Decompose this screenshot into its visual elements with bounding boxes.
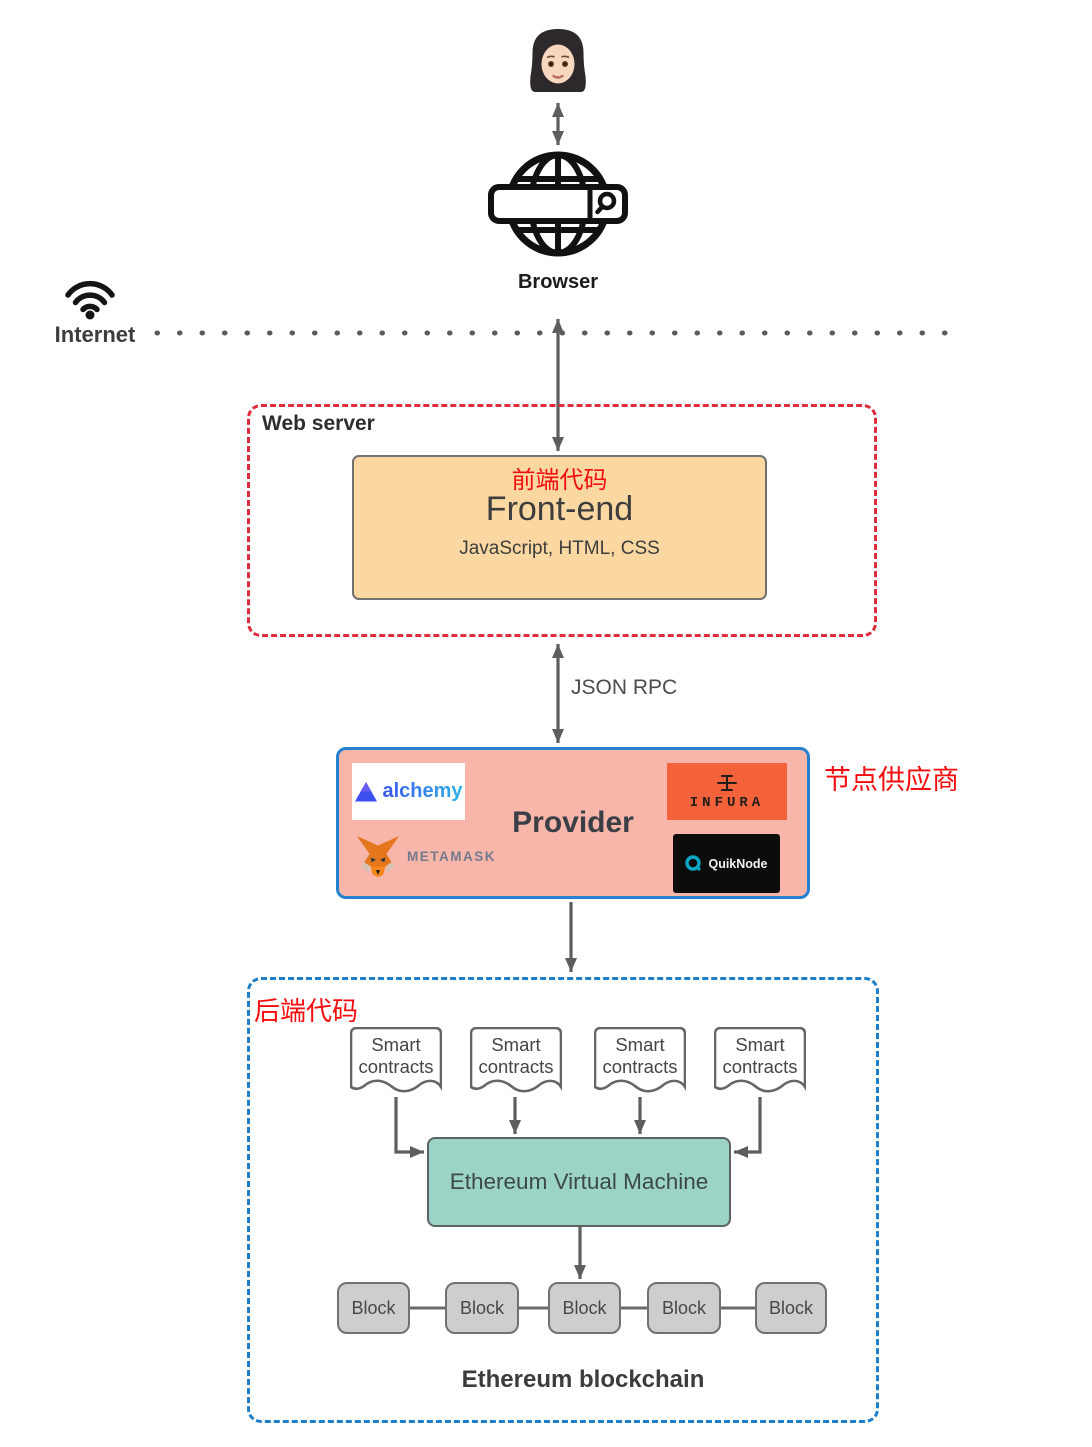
alchemy-logo: alchemy	[352, 763, 465, 820]
document-shape	[594, 1027, 686, 1093]
infura-icon	[717, 774, 737, 791]
backend-box	[247, 977, 879, 1423]
frontend-title: Front-end	[485, 490, 634, 528]
provider-title: Provider	[512, 806, 634, 839]
smart-contract-node: Smart contracts	[594, 1027, 686, 1105]
arrow-contract1-evm	[394, 1097, 424, 1158]
infura-logo: INFURA	[667, 763, 787, 820]
web-server-title: Web server	[262, 412, 375, 435]
alchemy-label: alchemy	[382, 780, 463, 802]
smart-contract-node: Smart contracts	[714, 1027, 806, 1105]
metamask-logo: METAMASK	[356, 835, 496, 877]
metamask-fox-icon	[357, 836, 399, 877]
smart-contract-label: Smart contracts	[478, 1034, 554, 1077]
quiknode-label: QuikNode	[708, 856, 768, 871]
arrow-contract4-evm	[734, 1097, 762, 1158]
evm-box: Ethereum Virtual Machine	[427, 1137, 731, 1227]
backend-annotation-cn: 后端代码	[254, 996, 359, 1026]
browser-globe-icon	[488, 151, 628, 257]
block-node: Block	[548, 1282, 621, 1334]
json-rpc-label: JSON RPC	[571, 676, 678, 699]
blockchain-caption: Ethereum blockchain	[461, 1366, 705, 1393]
browser-label: Browser	[517, 271, 599, 293]
block-node: Block	[445, 1282, 519, 1334]
quiknode-icon	[685, 855, 702, 872]
metamask-label: METAMASK	[407, 848, 496, 864]
block-node: Block	[647, 1282, 721, 1334]
internet-label: Internet	[54, 322, 136, 347]
smart-contract-label: Smart contracts	[722, 1034, 798, 1077]
document-shape	[714, 1027, 806, 1093]
frontend-subtitle: JavaScript, HTML, CSS	[459, 538, 660, 559]
provider-annotation-cn: 节点供应商	[824, 765, 959, 795]
block-node: Block	[337, 1282, 410, 1334]
smart-contract-node: Smart contracts	[350, 1027, 442, 1105]
block-node: Block	[755, 1282, 827, 1334]
frontend-annotation-cn: 前端代码	[511, 467, 608, 494]
user-woman-icon	[530, 29, 586, 92]
smart-contract-node: Smart contracts	[470, 1027, 562, 1105]
infura-label: INFURA	[689, 794, 765, 811]
smart-contract-label: Smart contracts	[358, 1034, 434, 1077]
frontend-box	[352, 455, 767, 600]
document-shape	[350, 1027, 442, 1093]
document-shape	[470, 1027, 562, 1093]
alchemy-icon	[355, 781, 378, 801]
quiknode-logo: QuikNode	[673, 834, 780, 893]
wifi-icon	[65, 280, 115, 320]
smart-contract-label: Smart contracts	[602, 1034, 678, 1077]
